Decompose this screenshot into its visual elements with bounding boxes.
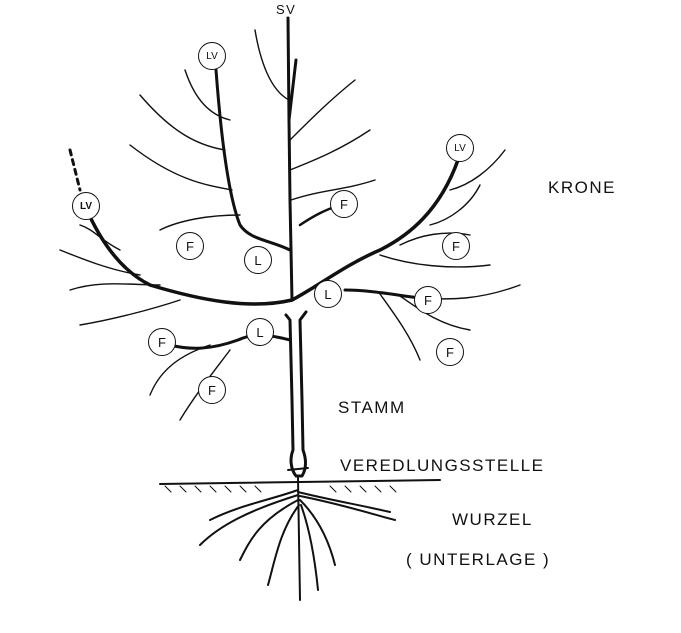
marker-f-upper-right: F: [330, 190, 358, 218]
marker-lv-right: LV: [446, 134, 474, 162]
label-veredlungsstelle: VEREDLUNGSSTELLE: [340, 456, 545, 475]
marker-lv-top: LV: [198, 42, 226, 70]
marker-f-left-lower: F: [198, 376, 226, 404]
ground-line: [159, 479, 441, 485]
marker-f-left-middle: F: [148, 328, 176, 356]
label-wurzel: WURZEL: [452, 510, 533, 529]
trunk: [284, 310, 308, 478]
label-stamm: STAMM: [338, 398, 406, 417]
lateral-shoots: [59, 29, 521, 421]
marker-lv-left: LV: [72, 192, 100, 220]
marker-f-right-middle: F: [414, 286, 442, 314]
marker-l-upper: L: [244, 246, 272, 274]
marker-l-right: L: [314, 280, 342, 308]
marker-f-left-upper: F: [176, 232, 204, 260]
upper-left-leader: [214, 68, 292, 252]
roots: [199, 477, 396, 601]
ground-hatch: [164, 485, 397, 493]
graft-mark: [287, 467, 309, 471]
left-leader-dash: [68, 148, 82, 192]
central-leader: [286, 16, 298, 302]
label-krone: KRONE: [548, 178, 616, 197]
right-lower-branch: [343, 288, 422, 300]
marker-f-right-lower: F: [436, 338, 464, 366]
right-scaffold: [290, 158, 460, 302]
marker-f-right-upper: F: [442, 232, 470, 260]
label-unterlage: ( UNTERLAGE ): [406, 550, 551, 569]
label-sv: SV: [276, 2, 297, 17]
marker-l-lower: L: [246, 318, 274, 346]
